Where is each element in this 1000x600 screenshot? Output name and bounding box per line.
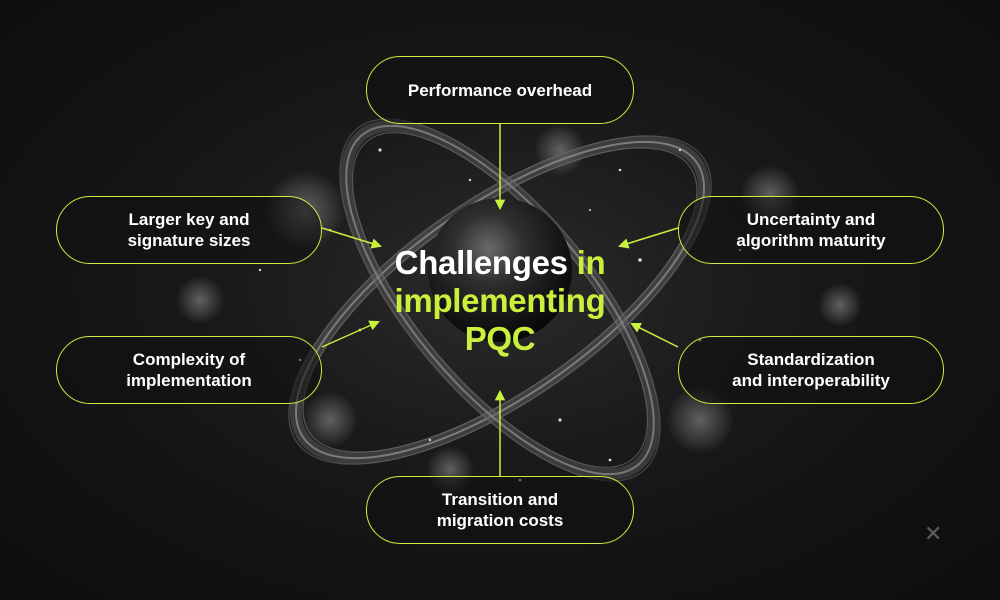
center-title: Challenges in implementing PQC — [360, 244, 640, 358]
challenge-key-signature-sizes: Larger key and signature sizes — [56, 196, 322, 264]
challenge-label-line-2: migration costs — [436, 511, 564, 530]
challenge-label-line-1: Larger key and — [128, 210, 250, 229]
arrow-right-bottom — [630, 323, 679, 348]
challenge-label-line-2: and interoperability — [732, 371, 890, 390]
challenge-performance-overhead: Performance overhead — [366, 56, 634, 124]
title-word-pqc: PQC — [464, 320, 536, 357]
challenge-transition-migration-costs: Transition and migration costs — [366, 476, 634, 544]
arrow-right-top — [617, 227, 679, 249]
challenge-label-line-1: Transition and — [441, 490, 559, 509]
challenge-label-line-2: algorithm maturity — [736, 231, 886, 250]
challenge-label-line-2: signature sizes — [127, 231, 251, 250]
challenge-label-line-1: Uncertainty and — [746, 210, 876, 229]
title-word-challenges: Challenges — [394, 244, 568, 281]
challenge-implementation-complexity: Complexity of implementation — [56, 336, 322, 404]
challenge-algorithm-maturity: Uncertainty and algorithm maturity — [678, 196, 944, 264]
core-sphere — [428, 198, 572, 342]
challenge-label-line-1: Standardization — [747, 350, 875, 369]
challenge-label-line-1: Complexity of — [132, 350, 246, 369]
x-logo-icon: ✕ — [924, 521, 943, 546]
connectors — [321, 124, 679, 476]
orbit-rings — [288, 118, 712, 482]
challenge-label-line-2: implementation — [126, 371, 252, 390]
challenge-standardization-interoperability: Standardization and interoperability — [678, 336, 944, 404]
title-word-implementing: implementing — [394, 282, 606, 319]
title-word-in: in — [576, 244, 606, 281]
challenge-label: Performance overhead — [407, 80, 593, 100]
arrow-left-top — [321, 227, 383, 249]
arrow-left-bottom — [321, 320, 380, 348]
